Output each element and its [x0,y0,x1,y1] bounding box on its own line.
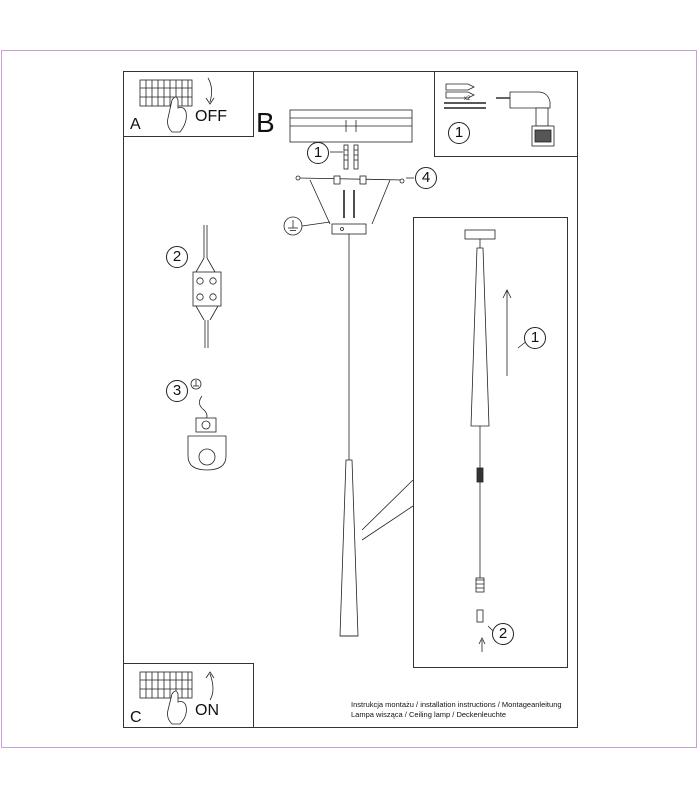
step-1-raise: 1 [524,327,546,349]
panel-c-label: C [130,709,142,726]
canopy [331,223,367,235]
ceiling-block [289,109,413,143]
instruction-sheet [123,71,578,728]
mounting-bracket [295,175,405,225]
detail-panel [413,217,568,668]
step-1-screws: 1 [307,142,329,164]
dowel-screw-icon [444,83,486,109]
step-4-side-screw: 4 [415,167,437,189]
dowel-count: x2 [464,96,471,102]
detail-lamp [464,229,529,652]
step-2-connect: 2 [492,623,514,645]
panel-a-label: A [130,116,141,133]
drill-icon [496,91,555,147]
step-2-wiring: 2 [166,246,188,268]
hand-icon [167,96,187,133]
step-3-ground: 3 [166,380,188,402]
switch-on-arrow-icon [205,671,215,701]
panel-c-on-text: ON [195,702,219,719]
switch-off-arrow-icon [205,77,215,105]
footer-line-1: Instrukcja montażu / installation instru… [351,700,562,709]
footer-line-2: Lampa wisząca / Ceiling lamp / Deckenleu… [351,710,507,719]
step-1-tools: 1 [448,122,470,144]
terminal-block [192,225,222,348]
hand-icon [167,690,187,725]
wall-dowels [343,144,359,170]
detail-callout [361,479,414,541]
circuit-breaker-icon [139,79,193,107]
lamp-body [339,459,359,637]
panel-b-label: B [256,107,275,138]
ground-symbol-icon [283,216,331,236]
page-border [1,50,697,748]
circuit-breaker-icon [139,671,193,699]
ground-terminal [187,378,227,471]
panel-a-off-text: OFF [195,108,227,125]
